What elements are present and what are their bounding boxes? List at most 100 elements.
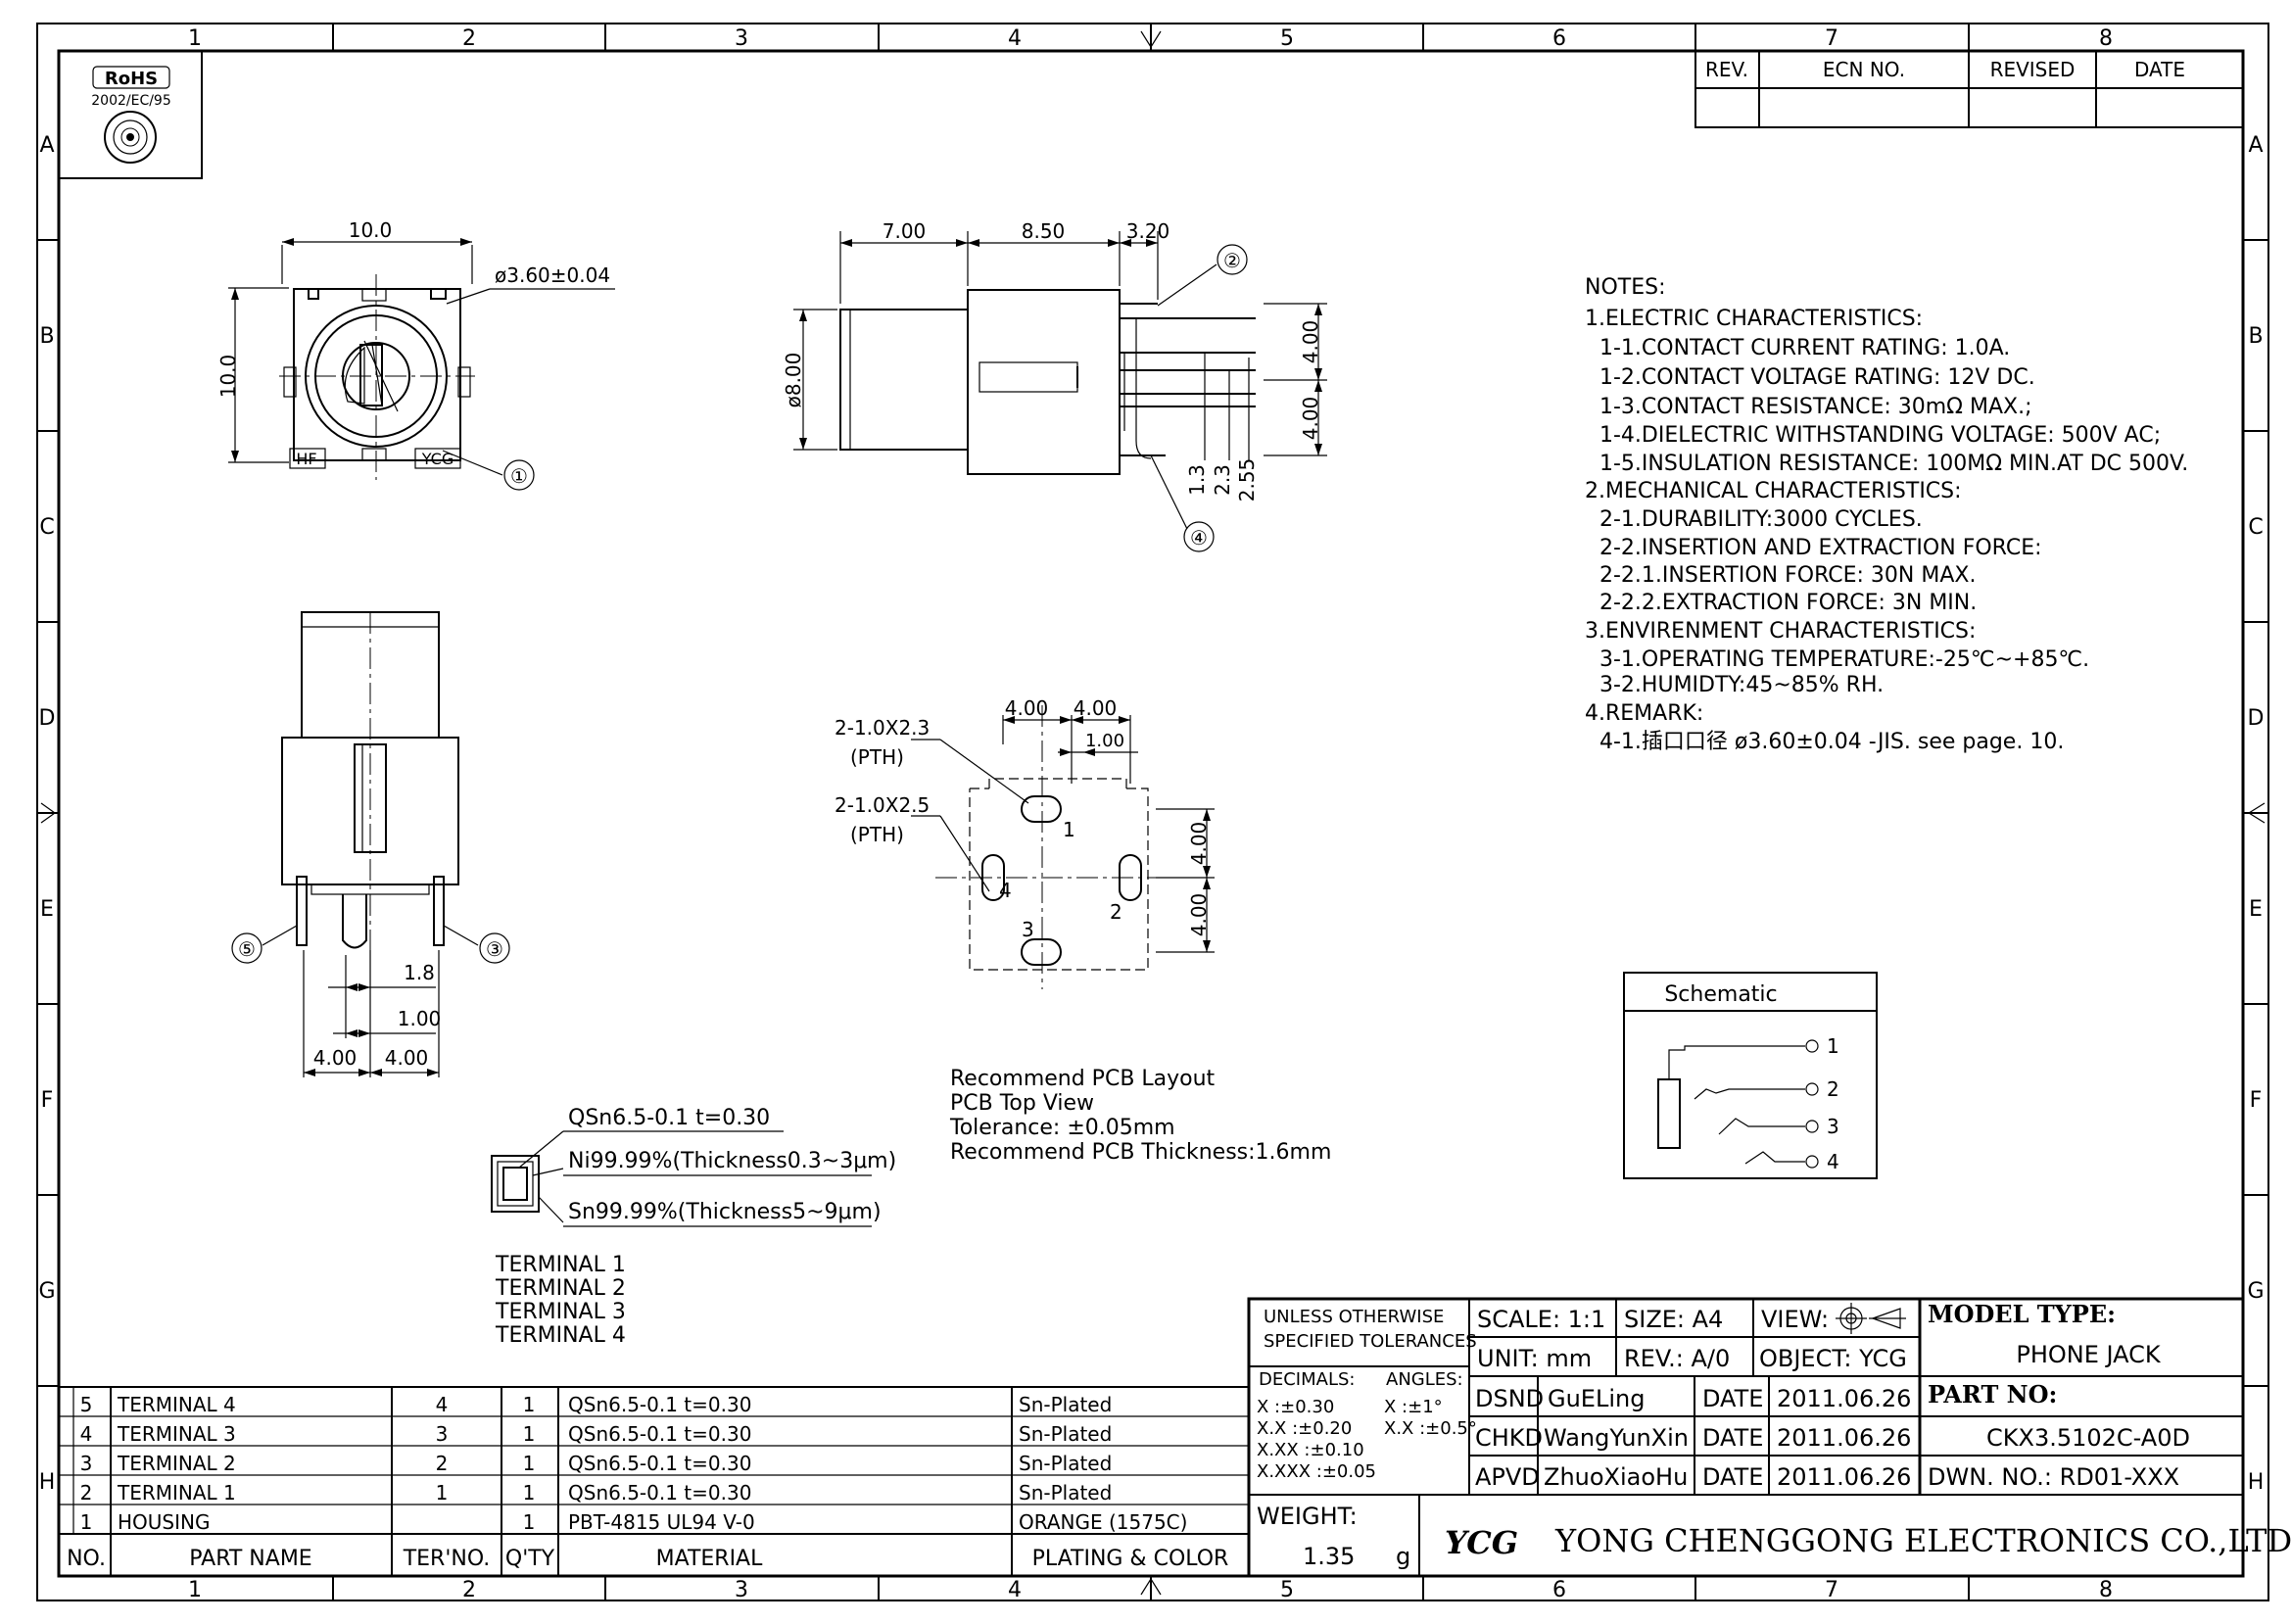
svg-text:A: A: [2248, 133, 2263, 158]
svg-text:MODEL TYPE:: MODEL TYPE:: [1928, 1300, 2116, 1328]
svg-text:TERMINAL 4: TERMINAL 4: [495, 1323, 626, 1348]
svg-text:Tolerance: ±0.05mm: Tolerance: ±0.05mm: [949, 1116, 1175, 1140]
svg-text:7: 7: [1825, 1578, 1838, 1602]
svg-text:4: 4: [80, 1422, 93, 1446]
svg-text:2011.06.26: 2011.06.26: [1777, 1385, 1911, 1412]
svg-text:C: C: [2248, 515, 2263, 540]
svg-text:ANGLES:: ANGLES:: [1386, 1369, 1463, 1390]
svg-text:(PTH): (PTH): [850, 823, 904, 846]
title-block-grid: [1247, 1297, 2245, 1578]
schematic-box: Schematic 1 2 3 4: [1623, 972, 1878, 1179]
svg-text:E: E: [2249, 897, 2263, 922]
svg-text:3.20: 3.20: [1126, 219, 1170, 243]
svg-text:1-3.CONTACT RESISTANCE: 30mΩ M: 1-3.CONTACT RESISTANCE: 30mΩ MAX.;: [1599, 395, 2032, 419]
front-view: HF YCG 10.0 10.0 ø3.60±0.04 ①: [216, 218, 615, 491]
svg-text:②: ②: [1223, 249, 1241, 272]
svg-text:2011.06.26: 2011.06.26: [1777, 1463, 1911, 1491]
svg-text:4.00: 4.00: [1005, 696, 1049, 720]
bom-row: 2 TERMINAL 1 1 1 QSn6.5-0.1 t=0.30 Sn-Pl…: [80, 1481, 1113, 1505]
tolerance-block: UNLESS OTHERWISE SPECIFIED TOLERANCES DE…: [1257, 1307, 1477, 1570]
svg-text:1: 1: [523, 1510, 536, 1534]
svg-text:DECIMALS:: DECIMALS:: [1259, 1369, 1355, 1390]
svg-text:REV.: A/0: REV.: A/0: [1624, 1345, 1730, 1372]
svg-text:2: 2: [80, 1481, 93, 1505]
svg-text:GuELing: GuELing: [1548, 1385, 1645, 1412]
svg-text:③: ③: [486, 937, 503, 961]
rev-header: REV.: [1705, 58, 1748, 81]
svg-text:3-2.HUMIDTY:45~85% RH.: 3-2.HUMIDTY:45~85% RH.: [1599, 673, 1884, 697]
svg-text:10.0: 10.0: [349, 218, 393, 242]
svg-text:X.XX :±0.10: X.XX :±0.10: [1257, 1440, 1364, 1460]
svg-text:2-1.0X2.5: 2-1.0X2.5: [835, 793, 930, 817]
svg-text:Recommend PCB Layout: Recommend PCB Layout: [950, 1067, 1216, 1091]
svg-text:2002/EC/95: 2002/EC/95: [91, 93, 171, 109]
svg-text:B: B: [2248, 324, 2263, 349]
svg-text:2: 2: [462, 26, 476, 51]
svg-text:CKX3.5102C-A0D: CKX3.5102C-A0D: [1986, 1424, 2190, 1452]
company-name: YONG CHENGGONG ELECTRONICS CO.,LTD.: [1554, 1522, 2291, 1559]
svg-text:3: 3: [735, 1578, 748, 1602]
svg-text:H: H: [39, 1470, 56, 1495]
pcb-layout: 4.00 4.00 1.00 4.00 4.00 2-1.0X2.3 (PTH)…: [835, 696, 1215, 989]
svg-text:8: 8: [2099, 1578, 2113, 1602]
svg-text:TERMINAL 1: TERMINAL 1: [495, 1253, 626, 1277]
svg-text:G: G: [2247, 1279, 2264, 1304]
svg-text:8.50: 8.50: [1022, 219, 1066, 243]
svg-text:4.00: 4.00: [385, 1046, 429, 1070]
svg-text:DATE: DATE: [1702, 1424, 1763, 1452]
svg-text:2-2.INSERTION AND EXTRACTION F: 2-2.INSERTION AND EXTRACTION FORCE:: [1599, 536, 2042, 560]
svg-text:SIZE: A4: SIZE: A4: [1624, 1306, 1723, 1333]
svg-text:7: 7: [1825, 26, 1838, 51]
svg-text:E: E: [40, 897, 54, 922]
svg-text:1-5.INSULATION RESISTANCE: 100: 1-5.INSULATION RESISTANCE: 100MΩ MIN.AT …: [1599, 452, 2188, 476]
svg-text:4.00: 4.00: [313, 1046, 358, 1070]
svg-text:D: D: [39, 706, 56, 731]
svg-text:APVD: APVD: [1475, 1463, 1540, 1491]
svg-text:QSn6.5-0.1 t=0.30: QSn6.5-0.1 t=0.30: [568, 1106, 770, 1130]
svg-text:TERMINAL 3: TERMINAL 3: [117, 1422, 236, 1446]
svg-text:1.8: 1.8: [404, 961, 435, 984]
svg-text:YCG: YCG: [421, 450, 453, 468]
svg-text:TERMINAL 4: TERMINAL 4: [117, 1393, 236, 1416]
svg-text:G: G: [38, 1279, 55, 1304]
svg-text:TER'NO.: TER'NO.: [403, 1547, 491, 1571]
svg-text:4: 4: [1008, 1578, 1022, 1602]
svg-text:4.00: 4.00: [1187, 893, 1211, 937]
svg-text:5: 5: [1280, 26, 1294, 51]
svg-text:B: B: [39, 324, 54, 349]
svg-text:2-1.DURABILITY:3000 CYCLES.: 2-1.DURABILITY:3000 CYCLES.: [1599, 507, 1923, 532]
svg-text:PART NAME: PART NAME: [189, 1547, 311, 1571]
date-header: DATE: [2134, 58, 2185, 81]
svg-text:UNLESS OTHERWISE: UNLESS OTHERWISE: [1264, 1307, 1444, 1327]
svg-text:2: 2: [436, 1452, 449, 1475]
svg-text:(PTH): (PTH): [850, 745, 904, 769]
svg-text:1.00: 1.00: [398, 1007, 442, 1030]
svg-text:TERMINAL 2: TERMINAL 2: [117, 1452, 236, 1475]
svg-text:HOUSING: HOUSING: [118, 1510, 210, 1534]
svg-text:3-1.OPERATING TEMPERATURE:-25℃: 3-1.OPERATING TEMPERATURE:-25℃~+85℃.: [1599, 647, 2089, 672]
notes-title: NOTES:: [1585, 275, 1666, 300]
svg-text:Sn-Plated: Sn-Plated: [1019, 1422, 1112, 1446]
svg-text:NO.: NO.: [67, 1547, 106, 1571]
side-view: 7.00 8.50 3.20 ø8.00 4.00 4.00 1.3 2.3 2…: [782, 219, 1327, 552]
svg-text:⑤: ⑤: [238, 937, 256, 961]
svg-text:2: 2: [1110, 900, 1122, 924]
svg-text:1: 1: [523, 1393, 536, 1416]
svg-text:X.X :±0.5°: X.X :±0.5°: [1384, 1418, 1477, 1439]
svg-text:1.00: 1.00: [1085, 731, 1124, 751]
svg-text:QSn6.5-0.1 t=0.30: QSn6.5-0.1 t=0.30: [568, 1481, 751, 1505]
svg-text:X.X :±0.20: X.X :±0.20: [1257, 1418, 1352, 1439]
svg-text:Sn-Plated: Sn-Plated: [1019, 1481, 1112, 1505]
svg-text:5: 5: [80, 1393, 93, 1416]
svg-text:Ni99.99%(Thickness0.3~3μm): Ni99.99%(Thickness0.3~3μm): [568, 1149, 896, 1173]
svg-text:X.XXX :±0.05: X.XXX :±0.05: [1257, 1461, 1376, 1482]
svg-text:10.0: 10.0: [216, 355, 240, 399]
revised-header: REVISED: [1990, 58, 2076, 81]
svg-text:3: 3: [1827, 1115, 1839, 1138]
svg-text:Sn99.99%(Thickness5~9μm): Sn99.99%(Thickness5~9μm): [568, 1200, 882, 1224]
svg-text:DATE: DATE: [1702, 1385, 1763, 1412]
svg-text:4.00: 4.00: [1299, 397, 1322, 441]
svg-text:Recommend PCB Thickness:1.6mm: Recommend PCB Thickness:1.6mm: [950, 1140, 1331, 1165]
